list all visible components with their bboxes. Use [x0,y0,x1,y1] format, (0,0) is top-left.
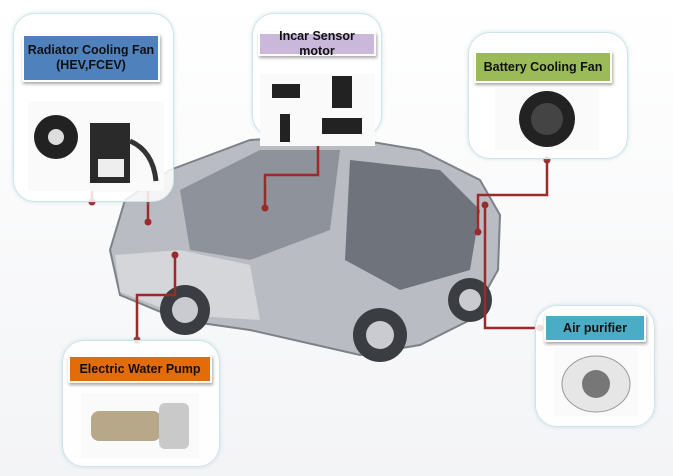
air-purifier-image [554,348,638,416]
label-line-2: (HEV,FCEV) [56,58,126,72]
radiator-cooling-fan-card: Radiator Cooling Fan (HEV,FCEV) [13,13,174,202]
incar-sensor-motor-label: Incar Sensor motor [258,29,376,58]
radiator-cooling-fan-label: Radiator Cooling Fan (HEV,FCEV) [22,34,160,82]
electric-water-pump-card: Electric Water Pump [62,340,220,467]
incar-sensor-motor-card: Incar Sensor motor [252,13,382,146]
radiator-fan-image [28,101,164,191]
battery-fan-image [495,88,599,150]
electric-water-pump-label: Electric Water Pump [68,355,212,383]
incar-sensor-image [260,74,375,146]
water-pump-image [81,393,199,459]
air-purifier-card: Air purifier [535,305,655,427]
battery-cooling-fan-card: Battery Cooling Fan [468,32,628,159]
battery-cooling-fan-label: Battery Cooling Fan [474,51,612,83]
label-line-1: Radiator Cooling Fan [27,43,155,57]
air-purifier-label: Air purifier [544,314,646,342]
